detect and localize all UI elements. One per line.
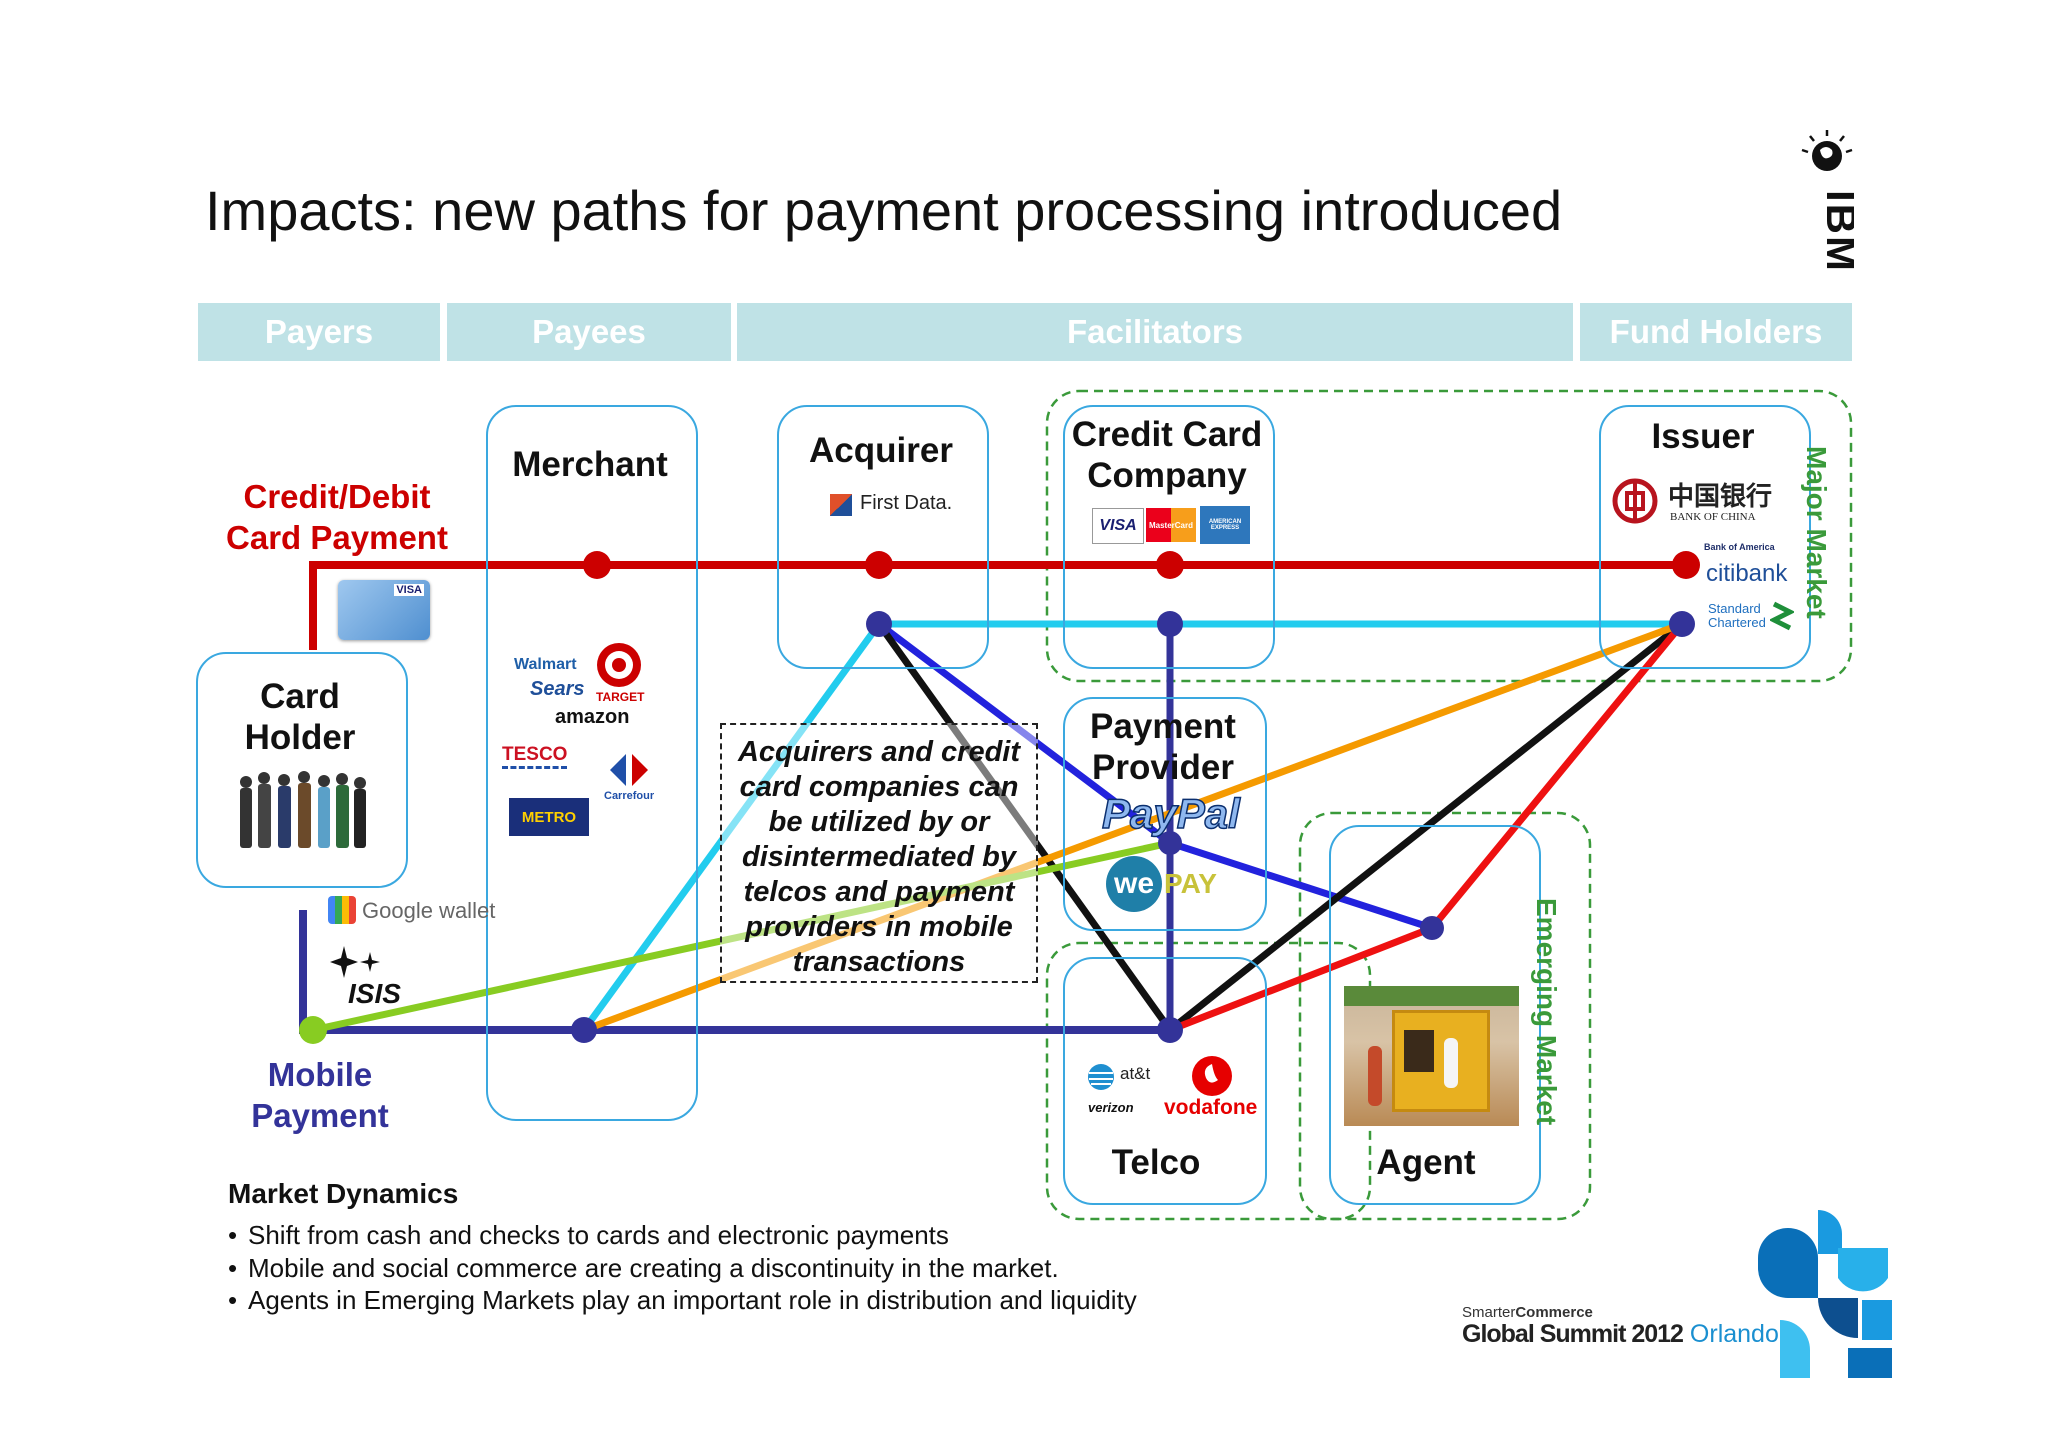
merchant-issuer-line <box>582 620 1684 1034</box>
wepay-text: PAY <box>1164 868 1217 899</box>
market-dynamics-bullet: Agents in Emerging Markets play an impor… <box>228 1285 1137 1316</box>
bank-of-china-logo-cn: 中国银行 <box>1668 482 1773 512</box>
first-data-logo-icon <box>830 494 852 516</box>
column-header-payers: Payers <box>198 303 440 361</box>
payment-provider-box <box>1063 697 1267 931</box>
node-ccc <box>1157 611 1183 637</box>
people-group-image <box>240 771 366 848</box>
visa-logo: VISA <box>1092 508 1144 544</box>
vodafone-logo: vodafone <box>1164 1096 1258 1119</box>
major-market-region <box>1045 389 1853 683</box>
first-data-logo: First Data. <box>860 492 953 514</box>
agent-kiosk-photo <box>1344 986 1519 1126</box>
smarter-commerce-logo: SmarterCommerce <box>1462 1304 1593 1321</box>
carrefour-logo-icon <box>610 754 648 786</box>
acquirer-box <box>777 405 989 669</box>
credit-card-company-box <box>1063 405 1275 669</box>
node-mobile-start <box>299 1016 327 1044</box>
telco-box <box>1063 957 1267 1205</box>
target-logo-icon <box>597 643 641 687</box>
wepay-logo: we PAY <box>1106 856 1217 912</box>
node-acquirer <box>866 611 892 637</box>
carrefour-logo-text: Carrefour <box>604 790 655 802</box>
bank-of-china-icon <box>1612 478 1658 524</box>
globe-icon <box>1801 130 1853 171</box>
verizon-logo: verizon <box>1088 1100 1134 1115</box>
citibank-logo: citibank <box>1706 560 1788 587</box>
mobile-paypal-line <box>312 839 1171 1034</box>
acquirer-label: Acquirer <box>809 431 953 470</box>
node-issuer <box>1669 611 1695 637</box>
isis-sparkle-icon <box>330 946 380 978</box>
target-logo-text: TARGET <box>596 690 645 704</box>
card-holder-box <box>196 652 408 888</box>
walmart-logo: Walmart <box>514 656 577 673</box>
telco-label: Telco <box>1111 1143 1201 1182</box>
emerging-market-label: Emerging Market <box>1531 898 1562 1126</box>
mastercard-logo: MasterCard <box>1146 508 1196 542</box>
merchant-box <box>486 405 698 1121</box>
metro-logo: METRO <box>509 798 589 836</box>
market-dynamics-title: Market Dynamics <box>228 1178 459 1209</box>
column-header-facilitators: Facilitators <box>737 303 1573 361</box>
column-header-payees: Payees <box>447 303 731 361</box>
node-paypal <box>1158 831 1182 855</box>
page-title: Impacts: new paths for payment processin… <box>205 179 1563 242</box>
google-wallet-logo: Google wallet <box>362 898 496 923</box>
node-credit-acquirer <box>865 551 893 579</box>
market-dynamics-bullet: Mobile and social commerce are creating … <box>228 1253 1059 1284</box>
issuer-label: Issuer <box>1651 417 1755 456</box>
visa-card-text: VISA <box>394 584 424 596</box>
node-credit-ccc <box>1156 551 1184 579</box>
isis-logo: ISIS <box>348 978 401 1009</box>
vodafone-icon <box>1192 1056 1232 1096</box>
acquirer-telco-line <box>876 621 1173 1033</box>
merchant-label: Merchant <box>512 445 668 484</box>
tesco-logo: TESCO <box>502 744 568 769</box>
credit-card-image: VISA <box>338 580 430 640</box>
att-globe-icon <box>1088 1064 1114 1090</box>
issuer-box <box>1599 405 1811 669</box>
agent-label: Agent <box>1376 1143 1476 1182</box>
sears-logo: Sears <box>530 678 585 700</box>
standard-chartered-icon <box>1770 601 1794 631</box>
amazon-logo: amazon <box>555 706 630 728</box>
bank-of-china-logo-en: BANK OF CHINA <box>1670 511 1756 523</box>
paypal-logo: PayPal <box>1101 789 1240 838</box>
major-market-label: Major Market <box>1801 446 1832 619</box>
summit-graphic-icon <box>1758 1210 1892 1378</box>
node-agent <box>1420 916 1444 940</box>
agent-box <box>1329 825 1541 1205</box>
node-merchant-mobile <box>571 1017 597 1043</box>
att-logo: at&t <box>1120 1064 1151 1083</box>
column-header-fund-holders: Fund Holders <box>1580 303 1852 361</box>
market-dynamics-bullet: Shift from cash and checks to cards and … <box>228 1220 949 1251</box>
node-credit-merchant <box>583 551 611 579</box>
amex-logo: AMERICAN EXPRESS <box>1200 506 1250 544</box>
credit-path-line <box>309 561 1686 650</box>
summit-logo: Global Summit 2012 Orlando <box>1462 1320 1779 1348</box>
wepay-circle: we <box>1106 856 1162 912</box>
google-wallet-icon <box>328 896 356 924</box>
bank-of-america-logo: Bank of America <box>1704 542 1775 552</box>
node-credit-issuer <box>1672 551 1700 579</box>
node-telco <box>1157 1017 1183 1043</box>
